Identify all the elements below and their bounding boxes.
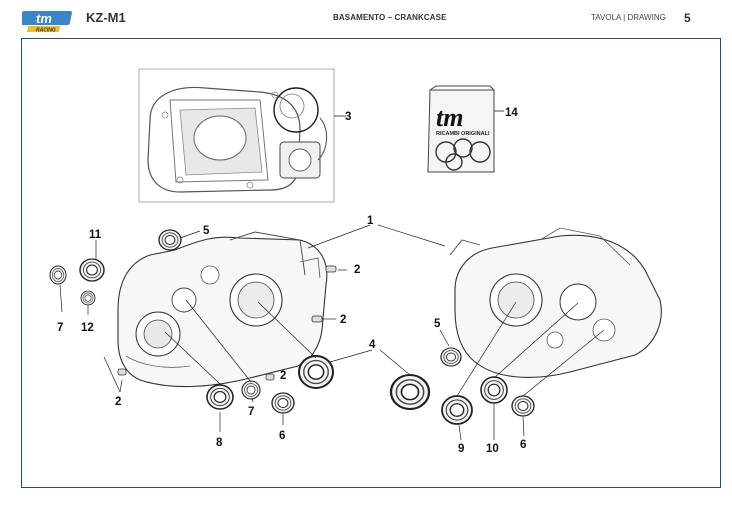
section-title: BASAMENTO – CRANKCASE [333, 13, 447, 22]
model-name: KZ-M1 [86, 10, 126, 25]
callout-2: 2 [115, 396, 121, 408]
tm-racing-logo: tm RACING [22, 11, 72, 34]
dowel-pins [117, 265, 337, 381]
callout-2: 2 [340, 314, 346, 326]
callout-3: 3 [345, 111, 351, 123]
drawing-frame [21, 38, 721, 488]
callout-14: 14 [505, 107, 518, 119]
svg-text:tm: tm [36, 11, 52, 26]
callout-6: 6 [279, 430, 285, 442]
callout-5: 5 [203, 225, 210, 237]
callout-1: 1 [367, 215, 374, 227]
svg-text:tm: tm [436, 103, 463, 132]
spare-parts-kit: tm RICAMBI ORIGINALI [427, 85, 504, 173]
callout-10: 10 [486, 443, 499, 455]
leader-lines [59, 224, 605, 441]
callout-7: 7 [248, 406, 254, 418]
callout-6: 6 [520, 439, 526, 451]
gasket-set [138, 68, 346, 203]
right-crankcase-half [449, 227, 662, 379]
left-crankcase-half [117, 231, 328, 388]
callout-7: 7 [57, 322, 63, 334]
drawing-label: TAVOLA | DRAWING [591, 13, 666, 22]
page-number: 5 [684, 11, 691, 25]
callout-numbers: 3 14 1 5 11 2 2 7 12 4 5 2 2 7 6 8 9 10 … [57, 107, 526, 455]
callout-8: 8 [216, 437, 223, 449]
callout-11: 11 [89, 229, 102, 241]
callout-9: 9 [458, 443, 464, 455]
callout-2: 2 [354, 264, 360, 276]
callout-12: 12 [81, 322, 94, 334]
svg-text:RACING: RACING [36, 28, 56, 34]
svg-text:RICAMBI ORIGINALI: RICAMBI ORIGINALI [436, 131, 490, 137]
callout-4: 4 [369, 339, 376, 351]
page-header: tm RACING KZ-M1 BASAMENTO – CRANKCASE TA… [0, 0, 732, 38]
callout-2: 2 [280, 370, 286, 382]
callout-5: 5 [434, 318, 441, 330]
